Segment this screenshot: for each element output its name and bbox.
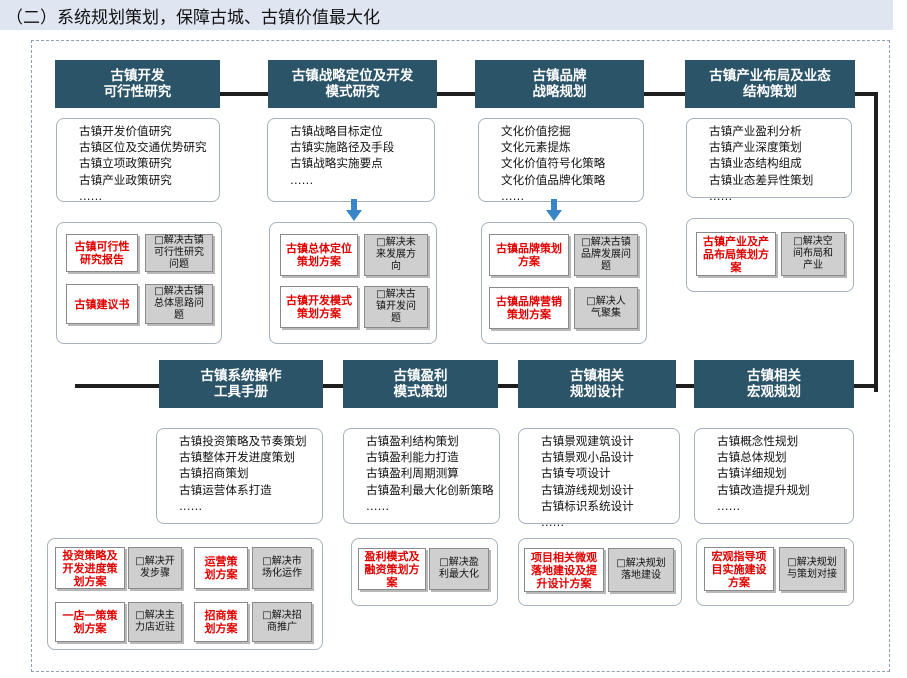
- list-item: 文化价值品牌化策略: [501, 172, 606, 187]
- list-item: 古镇专项设计: [541, 466, 611, 481]
- list-item: 古镇实施路径及手段: [290, 140, 395, 155]
- stage-title: 古镇品牌 战略规划: [475, 60, 644, 108]
- result-box: 古镇开发模式 策划方案: [280, 286, 358, 328]
- list-item: 古镇产业政策研究: [79, 172, 172, 187]
- list-item: 古镇景观小品设计: [541, 450, 634, 465]
- list-item: ……: [79, 188, 103, 203]
- result-box: 古镇品牌营销 策划方案: [489, 287, 569, 329]
- list-item: ……: [541, 515, 565, 530]
- list-item: 古镇投资策略及节奏策划: [179, 434, 307, 448]
- solution-box: □解决规划 与策划对接: [779, 547, 845, 591]
- list-item: 古镇标识系统设计: [541, 498, 634, 513]
- stage-title: 古镇相关 规划设计: [518, 360, 676, 408]
- list-item: ……: [366, 498, 390, 513]
- list-item: 古镇产业深度策划: [709, 140, 802, 155]
- list-item: 古镇改造提升规划: [717, 482, 810, 497]
- stage-item-list: 古镇开发价值研究 古镇区位及交通优势研究 古镇立项政策研究 古镇产业政策研究 ……: [56, 118, 220, 203]
- solution-box: □解决古镇 可行性研究 问题: [145, 234, 213, 272]
- list-item: ……: [290, 172, 314, 187]
- list-item: 古镇景观建筑设计: [541, 434, 634, 448]
- list-item: 古镇开发价值研究: [79, 124, 172, 138]
- list-item: 古镇战略目标定位: [290, 124, 383, 138]
- list-item: 古镇总体规划: [717, 450, 787, 465]
- list-item: 古镇招商策划: [179, 466, 249, 481]
- result-box: 古镇可行性 研究报告: [66, 234, 138, 272]
- list-item: 文化价值符号化策略: [501, 156, 606, 171]
- stage-title: 古镇开发 可行性研究: [55, 60, 220, 108]
- stage-item-list: 古镇概念性规划 古镇总体规划 古镇详细规划 古镇改造提升规划 ……: [694, 428, 854, 524]
- list-item: 古镇详细规划: [717, 466, 787, 481]
- list-item: 古镇盈利周期测算: [366, 466, 459, 481]
- list-item: 文化价值挖掘: [501, 124, 571, 138]
- list-item: 古镇运营体系打造: [179, 482, 272, 497]
- result-box: 一店一策策 划方案: [55, 602, 125, 642]
- list-item: 文化元素提炼: [501, 140, 571, 155]
- stage-title: 古镇战略定位及开发 模式研究: [268, 60, 437, 108]
- list-item: 古镇盈利结构策划: [366, 434, 459, 448]
- list-item: ……: [717, 498, 741, 513]
- result-box: 古镇品牌策划 方案: [489, 234, 569, 276]
- stage-item-list: 古镇投资策略及节奏策划 古镇整体开发进度策划 古镇招商策划 古镇运营体系打造 ……: [156, 428, 323, 524]
- solution-box: □解决盈 利最大化: [429, 548, 489, 590]
- list-item: ……: [501, 188, 525, 203]
- list-item: ……: [709, 188, 733, 203]
- stage-title: 古镇盈利 模式策划: [343, 360, 498, 408]
- top-connector-line: [58, 92, 878, 96]
- list-item: 古镇盈利最大化创新策略: [366, 482, 494, 497]
- result-box: 古镇产业及产 品布局策划方 案: [696, 232, 776, 276]
- list-item: 古镇概念性规划: [717, 434, 799, 448]
- section-title: （二）系统规划策划，保障古城、古镇价值最大化: [6, 8, 380, 28]
- down-arrow-icon: [546, 199, 562, 221]
- result-box: 运营策 划方案: [194, 547, 248, 589]
- down-arrow-icon: [346, 199, 362, 221]
- list-item: 古镇整体开发进度策划: [179, 450, 295, 465]
- stage-item-list: 古镇战略目标定位 古镇实施路径及手段 古镇战略实施要点 ……: [267, 118, 435, 202]
- list-item: 古镇游线规划设计: [541, 482, 634, 497]
- section-header: （二）系统规划策划，保障古城、古镇价值最大化: [0, 0, 893, 30]
- result-box: 盈利模式及 融资策划方 案: [358, 548, 426, 590]
- result-box: 投资策略及 开发进度策 划方案: [55, 547, 125, 589]
- solution-box: □解决人 气聚集: [574, 287, 638, 329]
- solution-box: □解决未 来发展方 向: [364, 234, 428, 276]
- solution-box: □解决古镇 总体思路问 题: [145, 284, 213, 324]
- diagram-frame: [31, 40, 890, 672]
- result-box: 古镇建议书: [66, 284, 138, 324]
- list-item: 古镇战略实施要点: [290, 156, 383, 171]
- list-item: ……: [179, 498, 203, 513]
- stage-item-list: 文化价值挖掘 文化元素提炼 文化价值符号化策略 文化价值品牌化策略 ……: [478, 118, 644, 203]
- stage-title: 古镇系统操作 工具手册: [159, 360, 323, 408]
- solution-box: □解决市 场化运作: [252, 547, 312, 589]
- list-item: 古镇立项政策研究: [79, 156, 172, 171]
- list-item: 古镇业态结构组成: [709, 156, 802, 171]
- stage-item-list: 古镇盈利结构策划 古镇盈利能力打造 古镇盈利周期测算 古镇盈利最大化创新策略 ……: [343, 428, 500, 524]
- solution-box: □解决规划 落地建设: [608, 548, 674, 592]
- solution-box: □解决主 力店近驻: [128, 602, 182, 642]
- stage-title: 古镇产业布局及业态 结构策划: [685, 60, 855, 108]
- stage-item-list: 古镇景观建筑设计 古镇景观小品设计 古镇专项设计 古镇游线规划设计 古镇标识系统…: [518, 428, 680, 529]
- list-item: 古镇业态差异性策划: [709, 172, 814, 187]
- list-item: 古镇产业盈利分析: [709, 124, 802, 138]
- stage-title: 古镇相关 宏观规划: [694, 360, 854, 408]
- result-box: 古镇总体定位 策划方案: [280, 234, 358, 276]
- solution-box: □解决开 发步骤: [128, 547, 182, 589]
- right-connector-line: [874, 92, 878, 392]
- result-box: 招商策 划方案: [194, 602, 248, 642]
- solution-box: □解决招 商推广: [252, 602, 312, 642]
- stage-item-list: 古镇产业盈利分析 古镇产业深度策划 古镇业态结构组成 古镇业态差异性策划 ……: [686, 118, 852, 203]
- list-item: 古镇盈利能力打造: [366, 450, 459, 465]
- result-box: 宏观指导项 目实施建设 方案: [704, 547, 774, 591]
- solution-box: □解决古 镇开发问 题: [364, 286, 428, 328]
- list-item: 古镇区位及交通优势研究: [79, 140, 207, 155]
- result-box: 项目相关微观 落地建设及提 升设计方案: [524, 548, 604, 592]
- solution-box: □解决古镇 品牌发展问 题: [574, 234, 638, 276]
- solution-box: □解决空 间布局和 产业: [781, 232, 845, 276]
